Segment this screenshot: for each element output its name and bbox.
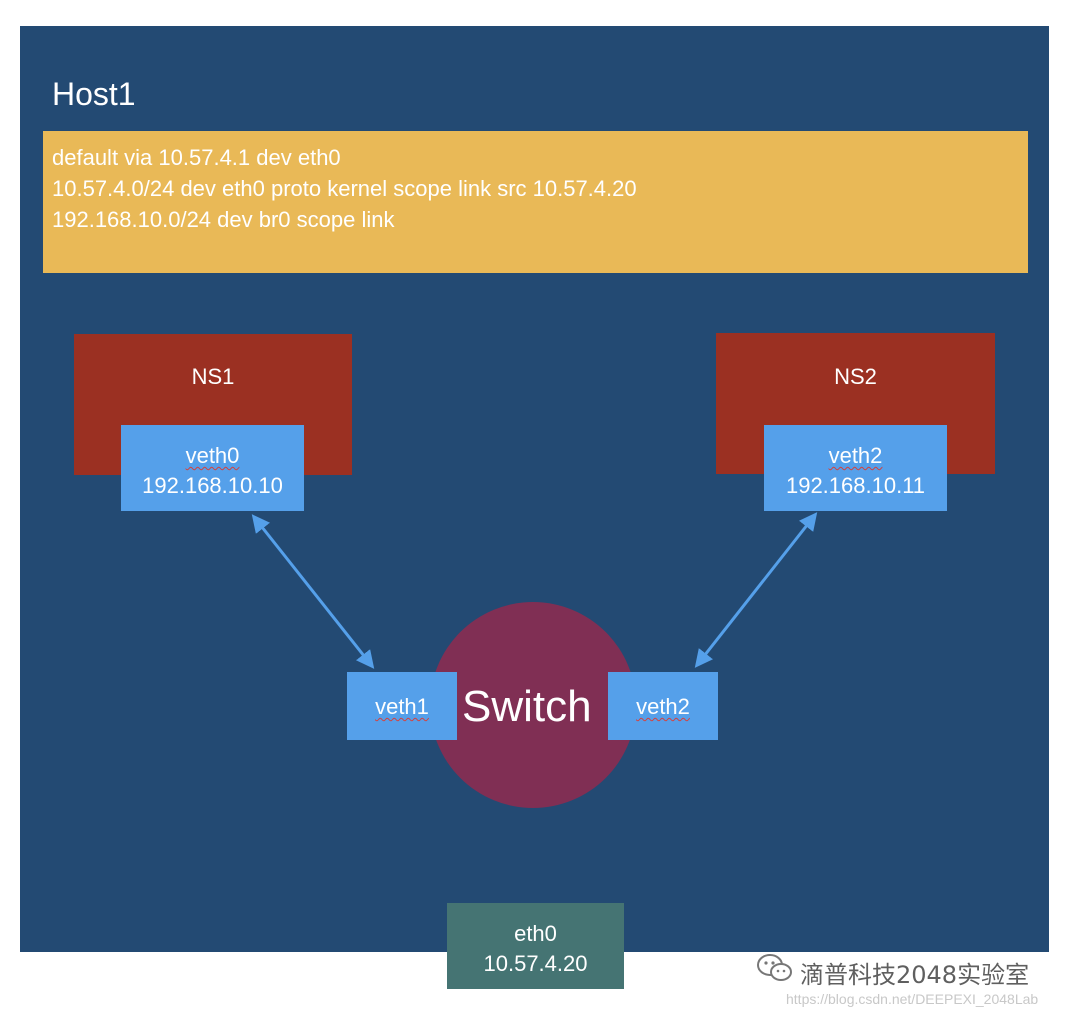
watermark-url: https://blog.csdn.net/DEEPEXI_2048Lab xyxy=(786,991,1039,1007)
eth0-name: eth0 xyxy=(514,921,557,946)
namespace-ns2-label: NS2 xyxy=(834,364,877,389)
veth2-ns-interface xyxy=(764,425,947,511)
route-entry: default via 10.57.4.1 dev eth0 xyxy=(52,145,341,170)
eth0-ip: 10.57.4.20 xyxy=(483,951,588,976)
host-title: Host1 xyxy=(52,76,136,112)
switch-port-veth2-label: veth2 xyxy=(636,694,690,719)
veth0-ip: 192.168.10.10 xyxy=(142,473,283,498)
switch-port-veth2 xyxy=(608,672,718,740)
veth0-interface xyxy=(121,425,304,511)
route-entry: 192.168.10.0/24 dev br0 scope link xyxy=(52,207,395,232)
switch-port-veth1 xyxy=(347,672,457,740)
veth0-name: veth0 xyxy=(185,443,240,468)
route-table xyxy=(43,131,1028,273)
eth0-interface xyxy=(447,903,624,989)
watermark-text: 滴普科技2048实验室 xyxy=(800,961,1030,989)
route-entry: 10.57.4.0/24 dev eth0 proto kernel scope… xyxy=(52,176,637,201)
link-veth0-veth1 xyxy=(251,514,375,669)
veth2-ns-ip: 192.168.10.11 xyxy=(785,473,926,498)
veth2-ns-name: veth2 xyxy=(828,443,883,468)
switch-node xyxy=(430,602,636,808)
switch-label: Switch xyxy=(462,682,592,731)
link-veth2-veth2 xyxy=(694,512,818,668)
wechat-icon xyxy=(757,954,792,981)
switch-port-veth1-label: veth1 xyxy=(375,694,429,719)
namespace-ns1-label: NS1 xyxy=(191,364,235,389)
